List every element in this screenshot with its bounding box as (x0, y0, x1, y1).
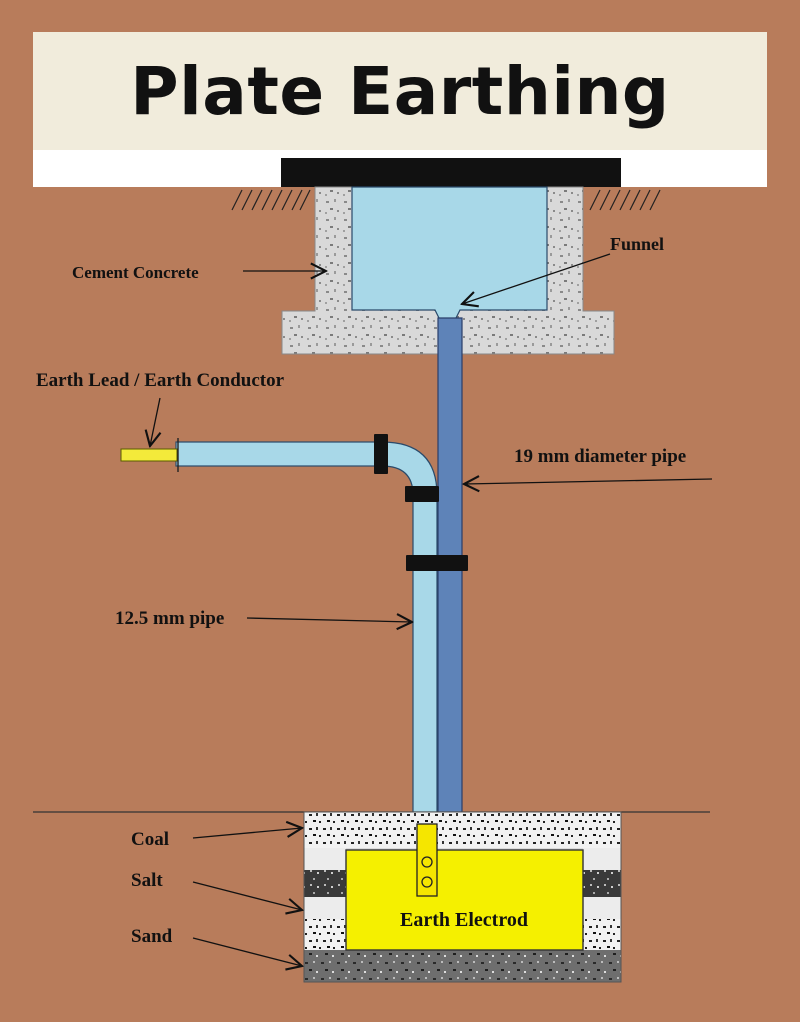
pipe-12-5mm-horizontal (175, 441, 383, 467)
earth-electrode-plate (345, 849, 584, 951)
label-earth-lead: Earth Lead / Earth Conductor (36, 370, 285, 391)
arrow-19mm-pipe (464, 479, 713, 484)
coal-layer-top (304, 812, 621, 848)
arrow-coal (192, 828, 302, 839)
ground-hatching-left (231, 189, 311, 211)
label-salt: Salt (131, 870, 163, 891)
cover-plate (281, 158, 621, 187)
clamp-elbow (374, 434, 388, 474)
arrow-12-5mm-pipe (246, 618, 412, 622)
clamp-lower (406, 555, 468, 571)
earth-lead-wire (120, 448, 178, 462)
label-12-5mm-pipe: 12.5 mm pipe (115, 608, 224, 629)
arrow-sand (192, 937, 302, 966)
page-title: Plate Earthing (130, 52, 670, 130)
label-funnel: Funnel (610, 234, 664, 254)
electrode-terminal-strip (416, 823, 438, 897)
arrow-earth-lead (150, 397, 160, 446)
title-band: Plate Earthing (33, 32, 767, 150)
arrow-funnel (462, 253, 611, 304)
pipe-19mm (437, 317, 463, 833)
label-coal: Coal (131, 829, 169, 850)
label-cement-concrete: Cement Concrete (72, 263, 199, 282)
funnel (351, 186, 548, 321)
sand-layer (304, 950, 621, 982)
pipe-12-5mm-vertical (412, 494, 438, 816)
label-19mm-pipe: 19 mm diameter pipe (514, 446, 686, 467)
ground-hatching-right (589, 189, 661, 211)
label-earth-electrode: Earth Electrod (400, 909, 528, 931)
label-sand: Sand (131, 926, 173, 947)
arrow-salt (192, 881, 302, 910)
clamp-upper (405, 486, 439, 502)
